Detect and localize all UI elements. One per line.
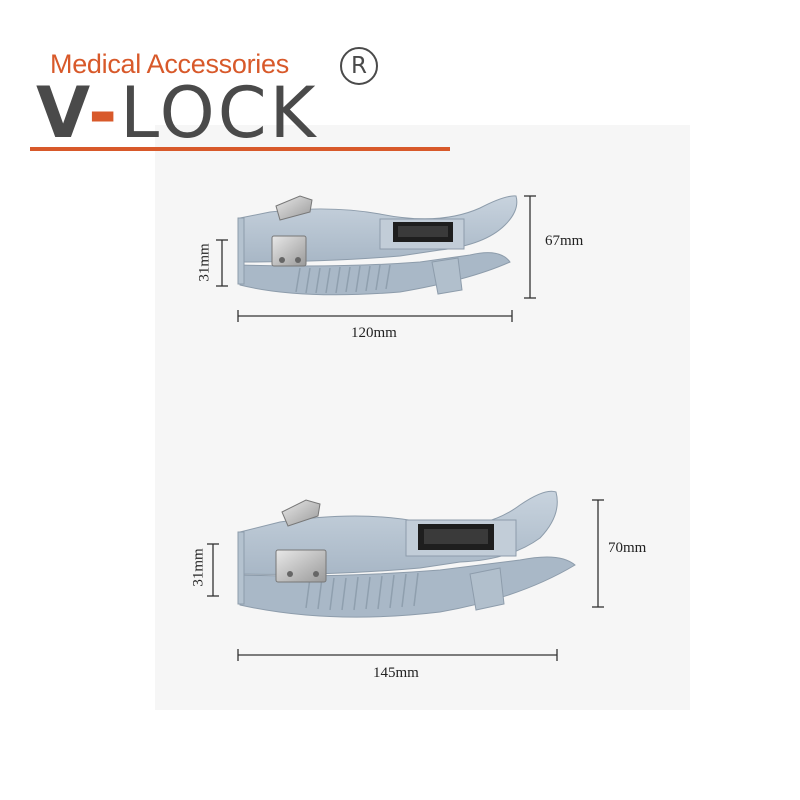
brand-logo: V-LOCK	[36, 78, 319, 148]
large-clip-length-label: 145mm	[373, 665, 419, 681]
small-clip-length-label: 120mm	[351, 325, 397, 341]
small-clip-jaw-label: 31mm	[196, 243, 213, 282]
logo-dash: -	[88, 72, 121, 154]
registered-trademark-icon: R	[340, 47, 378, 85]
brand-tagline: Medical Accessories	[50, 49, 289, 79]
large-clip-dimension-lines	[207, 499, 604, 661]
large-clip-jaw-label: 31mm	[190, 548, 207, 587]
large-clip-height-label: 70mm	[608, 540, 647, 556]
small-clip-height-label: 67mm	[545, 233, 584, 249]
small-clip-dimension-lines	[216, 195, 536, 322]
brand-underline	[30, 147, 450, 151]
logo-letter-v: V	[36, 72, 89, 154]
small-clip-drawing	[237, 195, 518, 296]
logo-lock: LOCK	[120, 72, 319, 154]
large-clip-drawing	[237, 490, 576, 618]
